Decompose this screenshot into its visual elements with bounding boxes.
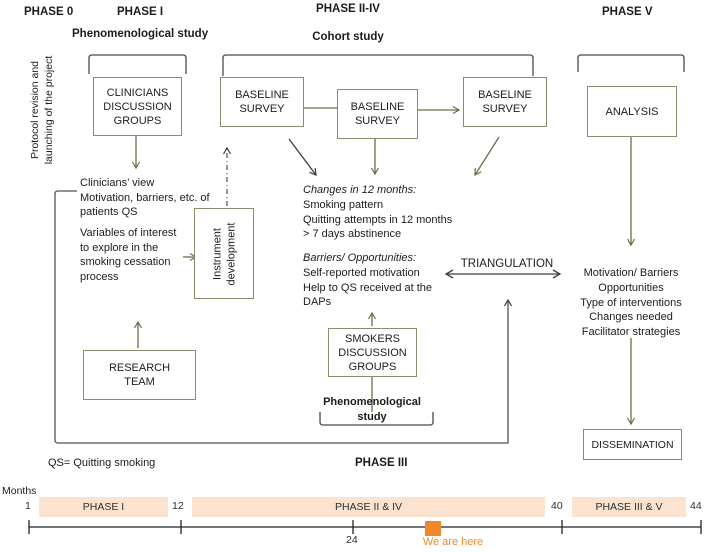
bracket-cohort xyxy=(222,54,534,76)
arrow-baseline1-changes xyxy=(288,138,317,176)
phenomenological-study-2-label: Phenomenological study xyxy=(323,396,421,423)
timeline-months-label: Months xyxy=(2,485,37,497)
clinicians-view-text: Clinicians’ view Motivation, barriers, e… xyxy=(80,177,210,219)
baseline-survey-1-box: BASELINE SURVEY xyxy=(220,77,304,127)
baseline-survey-2-box: BASELINE SURVEY xyxy=(337,89,418,139)
research-team-box: RESEARCH TEAM xyxy=(83,350,196,400)
timeline-tick-label-1: 1 xyxy=(25,500,31,512)
changes-12-months-title: Changes in 12 months: xyxy=(303,184,417,196)
clinicians-discussion-groups-box: CLINICIANS DISCUSSION GROUPS xyxy=(93,77,182,136)
triangulation-label: TRIANGULATION xyxy=(460,258,554,270)
outcomes-text: Motivation/ Barriers Opportunities Type … xyxy=(580,267,682,339)
timeline-band-phase1: PHASE I xyxy=(39,497,168,517)
bracket-phase5 xyxy=(577,54,685,72)
analysis-box: ANALYSIS xyxy=(587,86,677,137)
arrow-baseline3-changes xyxy=(474,136,500,177)
protocol-revision-label: Protocol revision and launching of the p… xyxy=(29,55,55,165)
barriers-opportunities-title: Barriers/ Opportunities: xyxy=(303,252,417,264)
phenomenological-study-heading: Phenomenological study xyxy=(72,28,209,40)
phase-5-label: PHASE V xyxy=(602,6,653,18)
timeline-band-phase2-4: PHASE II & IV xyxy=(192,497,545,517)
smokers-discussion-groups-box: SMOKERS DISCUSSION GROUPS xyxy=(328,328,417,377)
instrument-development-box: Instrument development xyxy=(194,208,254,299)
we-are-here-marker xyxy=(425,521,441,536)
timeline-band-phase3-5: PHASE III & V xyxy=(572,497,686,517)
qs-note: QS= Quitting smoking xyxy=(48,457,156,469)
variables-of-interest-text: Variables of interest to explore in the … xyxy=(80,227,177,283)
timeline-tick-label-12: 12 xyxy=(172,500,184,512)
timeline-tick-label-24: 24 xyxy=(346,534,358,546)
barriers-opportunities-body: Self-reported motivation Help to QS rece… xyxy=(303,267,433,309)
changes-12-months-body: Smoking pattern Quitting attempts in 12 … xyxy=(303,199,453,241)
phase-1-label: PHASE I xyxy=(117,6,164,18)
we-are-here-label: We are here xyxy=(422,536,484,548)
bracket-phase1 xyxy=(88,54,187,74)
baseline-survey-3-box: BASELINE SURVEY xyxy=(463,77,547,127)
cohort-study-heading: Cohort study xyxy=(312,31,384,43)
phase-0-label: PHASE 0 xyxy=(24,6,74,18)
dissemination-box: DISSEMINATION xyxy=(583,429,682,460)
timeline-tick-label-44: 44 xyxy=(690,500,702,512)
phase-2-4-label: PHASE II-IV xyxy=(316,3,380,15)
instrument-development-label: Instrument development xyxy=(211,222,237,285)
timeline-tick-label-40: 40 xyxy=(551,500,563,512)
phase-3-label: PHASE III xyxy=(355,457,408,469)
